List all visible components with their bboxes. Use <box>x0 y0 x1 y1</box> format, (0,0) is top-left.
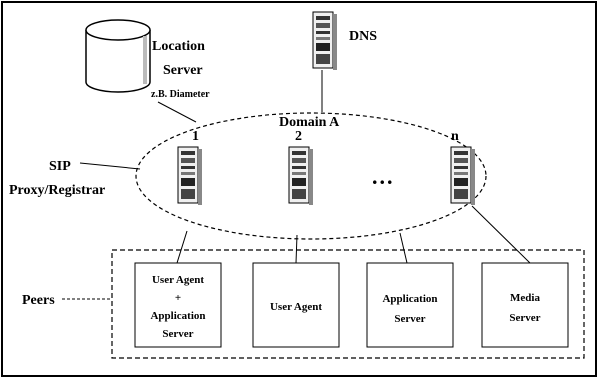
peer-box-user-agent: User Agent <box>252 262 340 348</box>
proxy-link-2 <box>295 234 298 264</box>
peers-label: Peers <box>22 293 55 308</box>
proxy-number-2: 2 <box>295 129 302 144</box>
peer-box-4-line-2: Server <box>509 312 540 324</box>
peer-box-4-line-1: Media <box>510 292 540 304</box>
peer-box-ua-app-server: User Agent + Application Server <box>134 262 222 348</box>
peer-box-media-server: Media Server <box>481 262 569 348</box>
sip-label-2: Proxy/Registrar <box>9 183 105 198</box>
peer-box-2-line-1: User Agent <box>270 301 322 313</box>
proxy-link-1 <box>176 230 188 264</box>
location-server-title-1: Location <box>152 39 205 54</box>
peer-box-1-line-2: + <box>175 292 181 304</box>
protocol-note: z.B. Diameter <box>151 89 210 100</box>
diameter-link <box>157 101 197 123</box>
domain-label: Domain A <box>279 115 340 130</box>
peer-box-1-line-4: Server <box>162 328 193 340</box>
peer-box-3-line-2: Server <box>394 313 425 325</box>
peer-box-application-server: Application Server <box>366 262 454 348</box>
proxy-link-3 <box>399 232 408 264</box>
proxy-server-n-icon <box>450 146 476 206</box>
peer-box-3-line-1: Application <box>382 293 437 305</box>
location-server-title-2: Server <box>163 63 203 78</box>
proxy-number-1: 1 <box>192 129 199 144</box>
peer-box-1-line-3: Application <box>150 310 205 322</box>
dns-server-icon <box>312 11 338 71</box>
database-icon <box>85 19 151 93</box>
sip-label-1: SIP <box>49 159 71 174</box>
sip-pointer <box>79 162 141 170</box>
proxy-server-1-icon <box>177 146 203 206</box>
proxy-number-n: n <box>451 129 459 144</box>
dns-label: DNS <box>349 29 377 44</box>
proxy-link-n <box>471 205 531 264</box>
proxy-server-2-icon <box>288 146 314 206</box>
peers-group <box>111 249 585 359</box>
peer-box-1-line-1: User Agent <box>152 274 204 286</box>
proxy-ellipsis: ... <box>372 164 395 189</box>
domain-boundary <box>135 112 487 240</box>
